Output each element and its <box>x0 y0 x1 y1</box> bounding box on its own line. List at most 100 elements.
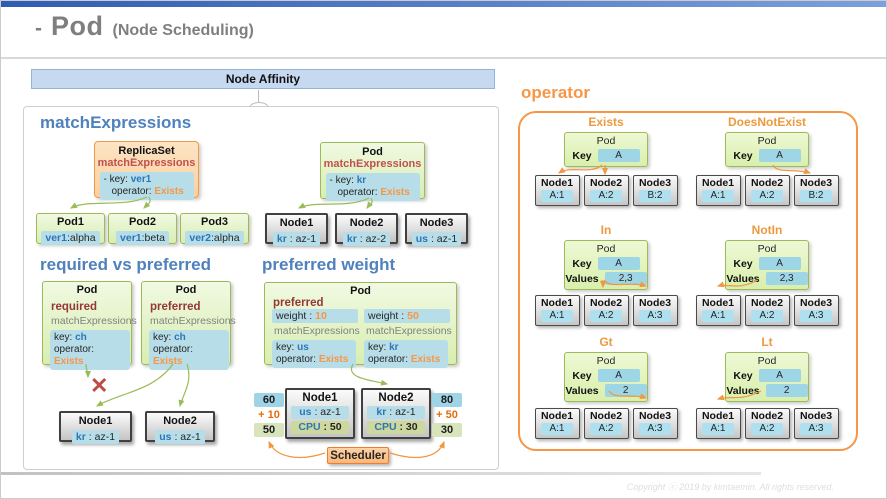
heading-required-vs-preferred: required vs preferred <box>40 255 212 274</box>
replicaset-expression: - key: ver1 operator: Exists <box>99 172 194 200</box>
pw-node1-box: Node1 us : az-1 CPU : 50 <box>285 388 355 439</box>
pod-matchexpr-subtitle: matchExpressions <box>323 158 422 170</box>
required-label: required <box>51 301 98 313</box>
top-accent-bar <box>1 1 886 7</box>
pod-matchexpr-title: Pod <box>362 146 383 158</box>
scheduler-box: Scheduler <box>327 447 389 464</box>
footer-divider <box>1 472 761 475</box>
reject-x-mark: ✕ <box>90 373 109 398</box>
banner-connector-line <box>258 90 259 103</box>
expr-key-label: - key: <box>103 174 128 185</box>
copyright-text: Copyright ⓒ 2019 by kimtaemin. All right… <box>626 482 834 492</box>
weight-rule-2: weight : 50 matchExpressions key: kr ope… <box>364 309 452 368</box>
rvp-node1-box: Node1 kr : az-1 <box>59 411 132 444</box>
pod2-label-chip: ver1:beta <box>116 231 169 245</box>
expr-operator-label: operator: <box>111 186 152 197</box>
me-node2-box: Node2 kr : az-2 <box>335 213 398 246</box>
preferred-expression: key: ch operator: Exists <box>149 330 229 370</box>
node1-base-score: 50 <box>254 423 284 437</box>
replicaset-title: ReplicaSet <box>118 145 175 157</box>
rvp-node1-label-chip: kr : az-1 <box>71 430 120 444</box>
preferred-pod-box: Pod preferred matchExpressions key: ch o… <box>141 281 236 370</box>
pod2-box: Pod2 ver1:beta <box>108 213 177 245</box>
pw-node2-box: Node2 kr : az-1 CPU : 30 <box>361 388 431 439</box>
me-node1-label-chip: kr : az-1 <box>272 232 321 246</box>
pod3-label-chip: ver2:alpha <box>185 231 244 245</box>
pod-matchexpr-box: Pod matchExpressions - key: kr operator:… <box>320 142 425 201</box>
weight-expression-1: key: us operator: Exists <box>272 340 356 368</box>
heading-matchexpressions: matchExpressions <box>40 113 192 132</box>
weight-rule-1: weight : 10 matchExpressions key: us ope… <box>272 309 360 368</box>
required-pod-box: Pod required matchExpressions key: ch op… <box>42 281 137 370</box>
title-dash: - <box>35 17 42 40</box>
node2-base-score: 30 <box>432 423 462 437</box>
preferred-label: preferred <box>150 301 201 313</box>
rvp-node2-box: Node2 us : az-1 <box>145 411 215 444</box>
me-node3-box: Node3 us : az-1 <box>405 213 468 246</box>
me-node2-label-chip: kr : az-2 <box>342 232 391 246</box>
replicaset-box: ReplicaSet matchExpressions - key: ver1 … <box>94 141 199 200</box>
pod-matchexpr-expression: - key: kr operator: Exists <box>325 173 420 201</box>
weight-chip-1: weight : 10 <box>272 309 358 323</box>
pod1-title: Pod1 <box>57 216 84 228</box>
pod1-label-chip: ver1:alpha <box>41 231 100 245</box>
rvp-node2-label-chip: us : az-1 <box>155 430 205 444</box>
weight-preferred-label: preferred <box>273 297 324 309</box>
heading-preferred-weight: preferred weight <box>262 255 396 274</box>
weight-expression-2: key: kr operator: Exists <box>364 340 448 368</box>
weight-chip-2: weight : 50 <box>364 309 450 323</box>
node-affinity-banner: Node Affinity <box>31 69 495 89</box>
pod3-box: Pod3 ver2:alpha <box>180 213 249 245</box>
expr-operator-value: Exists <box>154 186 184 197</box>
pod2-title: Pod2 <box>129 216 156 228</box>
pw-node2-label-chip: kr : az-1 <box>367 406 425 419</box>
replicaset-subtitle: matchExpressions <box>97 157 196 169</box>
affinity-detail-panel: matchExpressions ReplicaSet matchExpress… <box>23 106 499 470</box>
pod1-box: Pod1 ver1:alpha <box>36 213 105 245</box>
required-expression: key: ch operator: Exists <box>50 330 130 370</box>
pod3-title: Pod3 <box>201 216 228 228</box>
node2-total-score: 80 <box>432 393 462 407</box>
title-divider <box>1 57 886 59</box>
pw-node1-cpu-chip: CPU : 50 <box>291 421 349 434</box>
node1-weight-bonus: + 10 <box>258 409 280 421</box>
pw-node2-cpu-chip: CPU : 30 <box>367 421 425 434</box>
me-node3-label-chip: us : az-1 <box>411 232 462 246</box>
heading-operator: operator <box>521 83 590 102</box>
weight-pod-box: Pod preferred weight : 10 matchExpressio… <box>264 282 457 368</box>
expr-key-value: ver1 <box>130 174 152 185</box>
title-text: Pod <box>51 11 104 41</box>
pw-node1-label-chip: us : az-1 <box>291 406 349 419</box>
node2-weight-bonus: + 50 <box>436 409 458 421</box>
node1-total-score: 60 <box>254 393 284 407</box>
page-title: - Pod (Node Scheduling) <box>35 11 254 42</box>
